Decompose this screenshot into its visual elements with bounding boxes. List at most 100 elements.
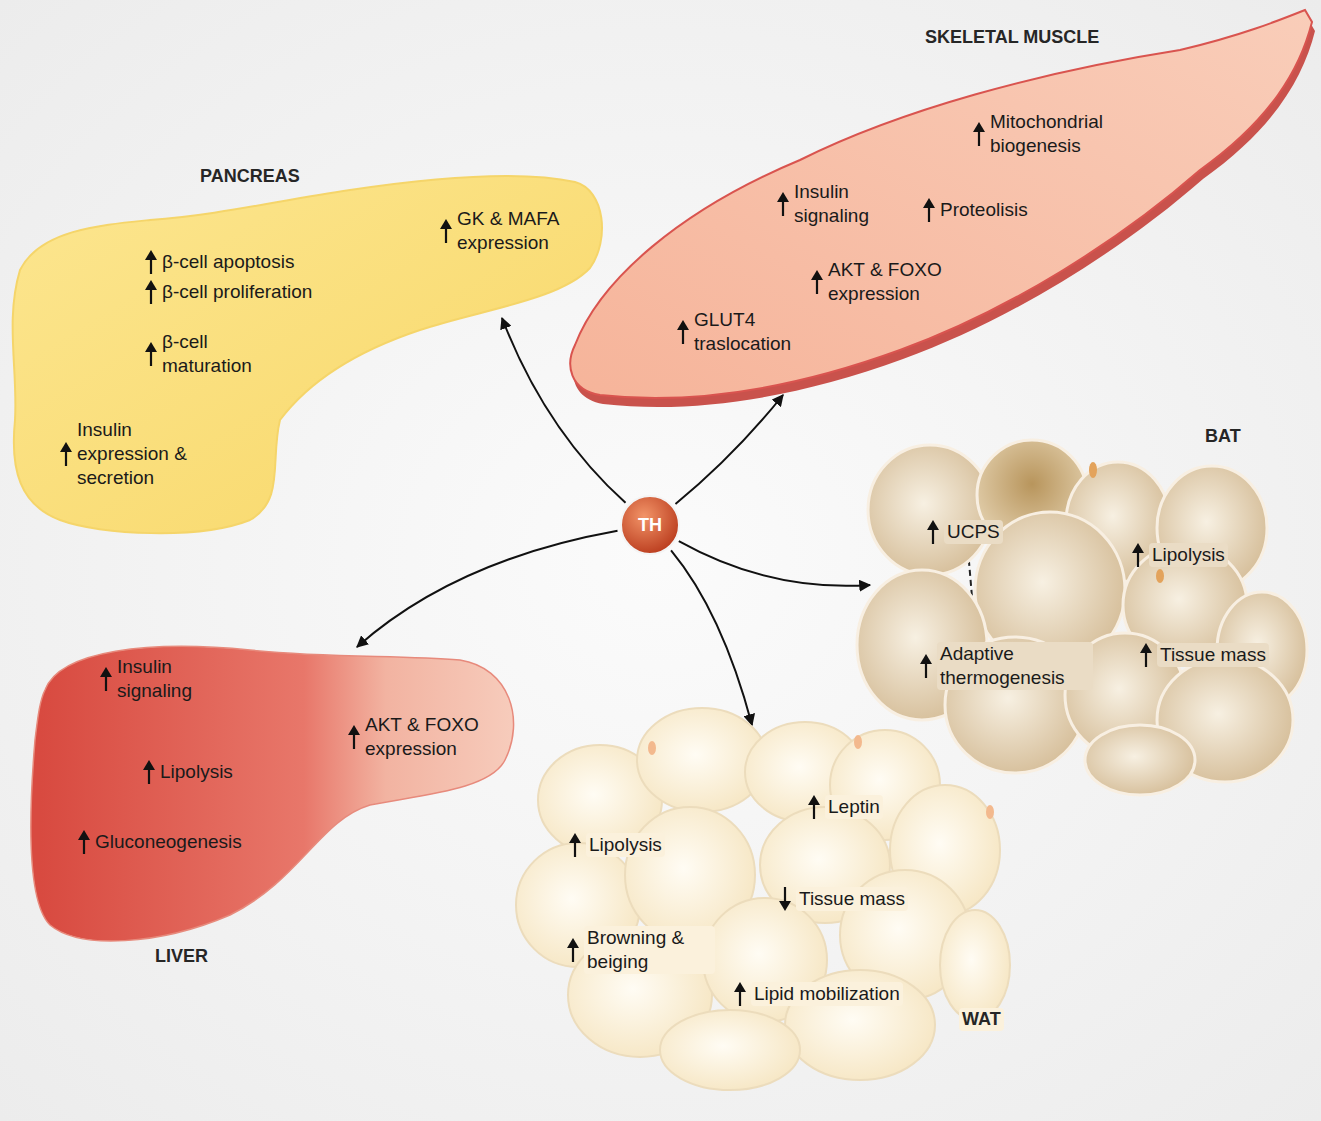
down-arrow-icon (779, 887, 791, 911)
up-arrow-icon (143, 760, 155, 784)
effect-label: Gluconeogenesis (95, 830, 242, 854)
liver-shape (20, 630, 540, 970)
organ-label: LIVER (155, 945, 208, 968)
arrow-icon-part (572, 947, 574, 962)
effect-label: Mitochondrial biogenesis (990, 110, 1140, 158)
up-arrow-icon (569, 833, 581, 857)
up-arrow-icon (734, 982, 746, 1006)
arrow-icon-part (78, 830, 90, 840)
up-arrow-icon (60, 442, 72, 466)
th-shape-part (621, 496, 679, 554)
effect-label: Insulin expression & secretion (77, 418, 202, 489)
up-arrow-icon (145, 342, 157, 366)
arrow-icon-part (569, 833, 581, 843)
wat-shape-part (660, 1010, 800, 1090)
arrow-icon-part (145, 342, 157, 352)
arrow-icon-part (567, 938, 579, 948)
bat-shape-part (1156, 569, 1164, 583)
hormone-label: TH (620, 495, 680, 555)
arrow-icon-part (1137, 552, 1139, 567)
arrow-icon-part (150, 289, 152, 304)
organ-label: PANCREAS (200, 165, 300, 188)
arrow-icon-part (973, 122, 985, 132)
arrow-icon-part (677, 320, 689, 330)
arrow-icon-part (925, 663, 927, 678)
up-arrow-icon (100, 667, 112, 691)
up-arrow-icon (145, 250, 157, 274)
arrow-icon-part (927, 520, 939, 530)
effect-label: GLUT4 traslocation (694, 308, 824, 356)
bat-shape-part (868, 445, 992, 575)
effect-label: AKT & FOXO expression (365, 713, 500, 761)
arrow-icon-part (1132, 543, 1144, 553)
arrow-icon-part (782, 201, 784, 216)
arrow-icon-part (682, 329, 684, 344)
arrow-icon-part (777, 192, 789, 202)
effect-label: β-cell maturation (162, 330, 267, 378)
effect-label: β-cell proliferation (162, 280, 312, 304)
effect-label: Insulin signaling (117, 655, 217, 703)
up-arrow-icon (78, 830, 90, 854)
effect-arrow (671, 550, 752, 725)
up-arrow-icon (440, 219, 452, 243)
arrow-icon-part (348, 725, 360, 735)
bat-shape-part (857, 440, 1307, 795)
pancreas-region: PANCREAS GK & MAFA expression β-cell apopt… (5, 150, 620, 550)
arrow-icon-part (779, 901, 791, 911)
arrow-icon-part (65, 451, 67, 466)
effect-label: Tissue mass (796, 887, 908, 911)
arrow-icon-part (811, 270, 823, 280)
arrow-icon-part (83, 839, 85, 854)
wat-shape (505, 700, 1025, 1100)
arrow-icon-part (145, 250, 157, 260)
organ-label: BAT (1205, 425, 1241, 448)
wat-shape-part (516, 708, 1010, 1090)
up-arrow-icon (777, 192, 789, 216)
arrow-icon-part (808, 795, 820, 805)
muscle-region: SKELETAL MUSCLEMitochondrial biogenesisI… (560, 0, 1321, 420)
up-arrow-icon (348, 725, 360, 749)
effect-label: Adaptive thermogenesis (937, 642, 1093, 690)
arrow-icon-part (105, 676, 107, 691)
arrow-icon-part (148, 769, 150, 784)
up-arrow-icon (1140, 643, 1152, 667)
effect-label: Tissue mass (1157, 643, 1269, 667)
wat-shape-part (986, 805, 994, 819)
effect-label: Lipolysis (160, 760, 233, 784)
arrow-icon-part (445, 228, 447, 243)
effect-label: Proteolisis (940, 198, 1028, 222)
effect-label: AKT & FOXO expression (828, 258, 963, 306)
arrow-icon-part (928, 207, 930, 222)
up-arrow-icon (927, 520, 939, 544)
wat-shape-part (648, 741, 656, 755)
up-arrow-icon (811, 270, 823, 294)
organ-label: WAT (959, 1008, 1004, 1031)
effect-label: GK & MAFA expression (457, 207, 577, 255)
up-arrow-icon (677, 320, 689, 344)
effect-label: Lipolysis (586, 833, 665, 857)
effect-label: Lipid mobilization (751, 982, 903, 1006)
effect-arrow (679, 541, 870, 586)
arrow-icon-part (1140, 643, 1152, 653)
arrow-icon-part (813, 804, 815, 819)
arrow-icon-part (920, 654, 932, 664)
arrow-icon-part (1145, 652, 1147, 667)
liver-shape-part (31, 646, 514, 941)
bat-shape (850, 415, 1316, 795)
up-arrow-icon (973, 122, 985, 146)
up-arrow-icon (920, 654, 932, 678)
up-arrow-icon (145, 280, 157, 304)
wat-region: WATLeptinLipolysisTissue massBrowning & … (505, 700, 1025, 1100)
arrow-icon-part (923, 198, 935, 208)
effect-label: β-cell apoptosis (162, 250, 294, 274)
effect-label: Insulin signaling (794, 180, 894, 228)
arrow-icon-part (574, 842, 576, 857)
arrow-icon-part (145, 280, 157, 290)
arrow-icon-part (143, 760, 155, 770)
up-arrow-icon (1132, 543, 1144, 567)
effect-label: UCPS (944, 520, 1003, 544)
arrow-icon-part (353, 734, 355, 749)
arrow-icon-part (60, 442, 72, 452)
arrow-icon-part (816, 279, 818, 294)
up-arrow-icon (923, 198, 935, 222)
